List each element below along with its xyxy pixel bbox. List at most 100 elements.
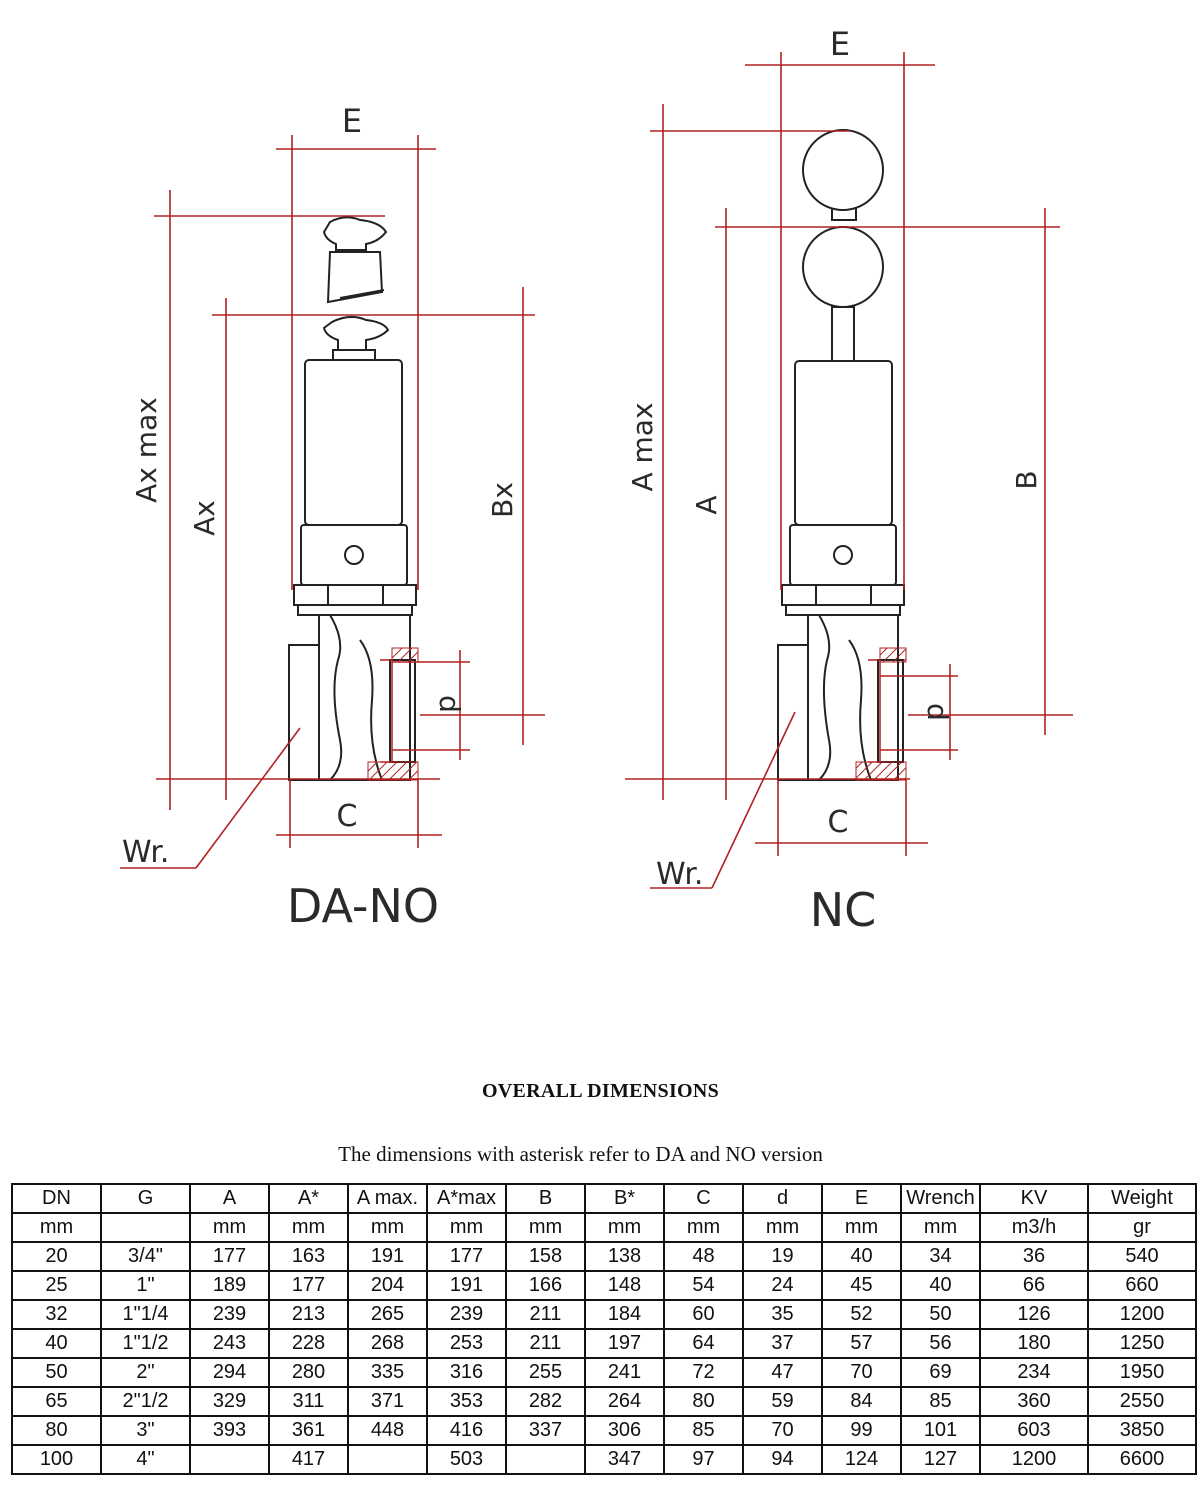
column-header: B* — [584, 1183, 665, 1214]
table-cell: 417 — [268, 1444, 349, 1475]
da-no-view: E Ax max Ax Bx d C Wr. DA-NO — [120, 102, 545, 933]
table-subtitle: The dimensions with asterisk refer to DA… — [338, 1142, 823, 1166]
table-cell: 50 — [900, 1299, 981, 1330]
column-header: KV — [979, 1183, 1089, 1214]
table-cell: 1250 — [1087, 1328, 1197, 1359]
table-cell: 239 — [426, 1299, 507, 1330]
label-c-right: C — [828, 805, 849, 840]
table-cell: 37 — [742, 1328, 823, 1359]
table-cell: 85 — [663, 1415, 744, 1446]
table-cell: 311 — [268, 1386, 349, 1417]
table-cell: 197 — [584, 1328, 665, 1359]
table-cell: 1"1/4 — [100, 1299, 191, 1330]
unit-cell: mm — [742, 1212, 823, 1243]
table-cell: 3" — [100, 1415, 191, 1446]
unit-cell: mm — [426, 1212, 507, 1243]
da-no-dimension-labels: E Ax max Ax Bx d C Wr. DA-NO — [122, 102, 519, 933]
table-cell: 166 — [505, 1270, 586, 1301]
table-cell: 54 — [663, 1270, 744, 1301]
table-cell: 66 — [979, 1270, 1089, 1301]
column-header: B — [505, 1183, 586, 1214]
table-cell: 603 — [979, 1415, 1089, 1446]
table-cell: 3/4" — [100, 1241, 191, 1272]
table-cell: 52 — [821, 1299, 902, 1330]
table-cell: 211 — [505, 1299, 586, 1330]
table-cell: 316 — [426, 1357, 507, 1388]
table-cell: 448 — [347, 1415, 428, 1446]
column-header: E — [821, 1183, 902, 1214]
table-cell: 239 — [189, 1299, 270, 1330]
table-cell: 1" — [100, 1270, 191, 1301]
table-cell: 191 — [347, 1241, 428, 1272]
unit-cell: mm — [584, 1212, 665, 1243]
table-cell: 241 — [584, 1357, 665, 1388]
da-no-valve-body — [288, 216, 417, 781]
table-cell: 1950 — [1087, 1357, 1197, 1388]
table-cell: 99 — [821, 1415, 902, 1446]
column-header: G — [100, 1183, 191, 1214]
table-cell: 97 — [663, 1444, 744, 1475]
table-cell: 268 — [347, 1328, 428, 1359]
table-cell: 24 — [742, 1270, 823, 1301]
label-b: B — [1010, 470, 1043, 489]
table-cell: 189 — [189, 1270, 270, 1301]
table-cell: 1200 — [979, 1444, 1089, 1475]
label-d-right: d — [921, 703, 954, 721]
table-cell: 126 — [979, 1299, 1089, 1330]
unit-cell — [100, 1212, 191, 1243]
table-cell: 191 — [426, 1270, 507, 1301]
unit-cell: mm — [11, 1212, 102, 1243]
table-cell: 70 — [821, 1357, 902, 1388]
table-cell: 306 — [584, 1415, 665, 1446]
table-cell: 213 — [268, 1299, 349, 1330]
table-cell: 60 — [663, 1299, 744, 1330]
table-cell: 158 — [505, 1241, 586, 1272]
column-header: Weight — [1087, 1183, 1197, 1214]
da-no-dimension-lines — [120, 135, 545, 869]
table-cell: 48 — [663, 1241, 744, 1272]
table-cell: 148 — [584, 1270, 665, 1301]
table-cell: 540 — [1087, 1241, 1197, 1272]
table-cell: 47 — [742, 1357, 823, 1388]
unit-cell: gr — [1087, 1212, 1197, 1243]
label-ax: Ax — [188, 500, 221, 536]
table-cell: 282 — [505, 1386, 586, 1417]
unit-cell: mm — [663, 1212, 744, 1243]
unit-cell: mm — [347, 1212, 428, 1243]
table-cell: 80 — [663, 1386, 744, 1417]
table-cell: 253 — [426, 1328, 507, 1359]
unit-cell: m3/h — [979, 1212, 1089, 1243]
table-cell: 57 — [821, 1328, 902, 1359]
table-cell: 69 — [900, 1357, 981, 1388]
unit-cell: mm — [268, 1212, 349, 1243]
label-d-left: d — [433, 695, 466, 713]
nc-view: E A max A B d C Wr. NC — [625, 25, 1073, 937]
column-header: A*max — [426, 1183, 507, 1214]
table-cell: 2550 — [1087, 1386, 1197, 1417]
column-header: A — [189, 1183, 270, 1214]
table-cell: 660 — [1087, 1270, 1197, 1301]
label-wrench-right: Wr. — [656, 857, 703, 892]
label-c-left: C — [337, 799, 358, 834]
table-cell: 4" — [100, 1444, 191, 1475]
label-ax-max: Ax max — [130, 397, 163, 503]
unit-cell: mm — [821, 1212, 902, 1243]
table-cell: 353 — [426, 1386, 507, 1417]
table-cell — [505, 1444, 586, 1475]
table-cell: 36 — [979, 1241, 1089, 1272]
unit-cell: mm — [189, 1212, 270, 1243]
table-cell: 19 — [742, 1241, 823, 1272]
table-cell — [347, 1444, 428, 1475]
column-header: d — [742, 1183, 823, 1214]
table-cell: 234 — [979, 1357, 1089, 1388]
table-cell: 255 — [505, 1357, 586, 1388]
table-cell: 72 — [663, 1357, 744, 1388]
table-cell: 32 — [11, 1299, 102, 1330]
